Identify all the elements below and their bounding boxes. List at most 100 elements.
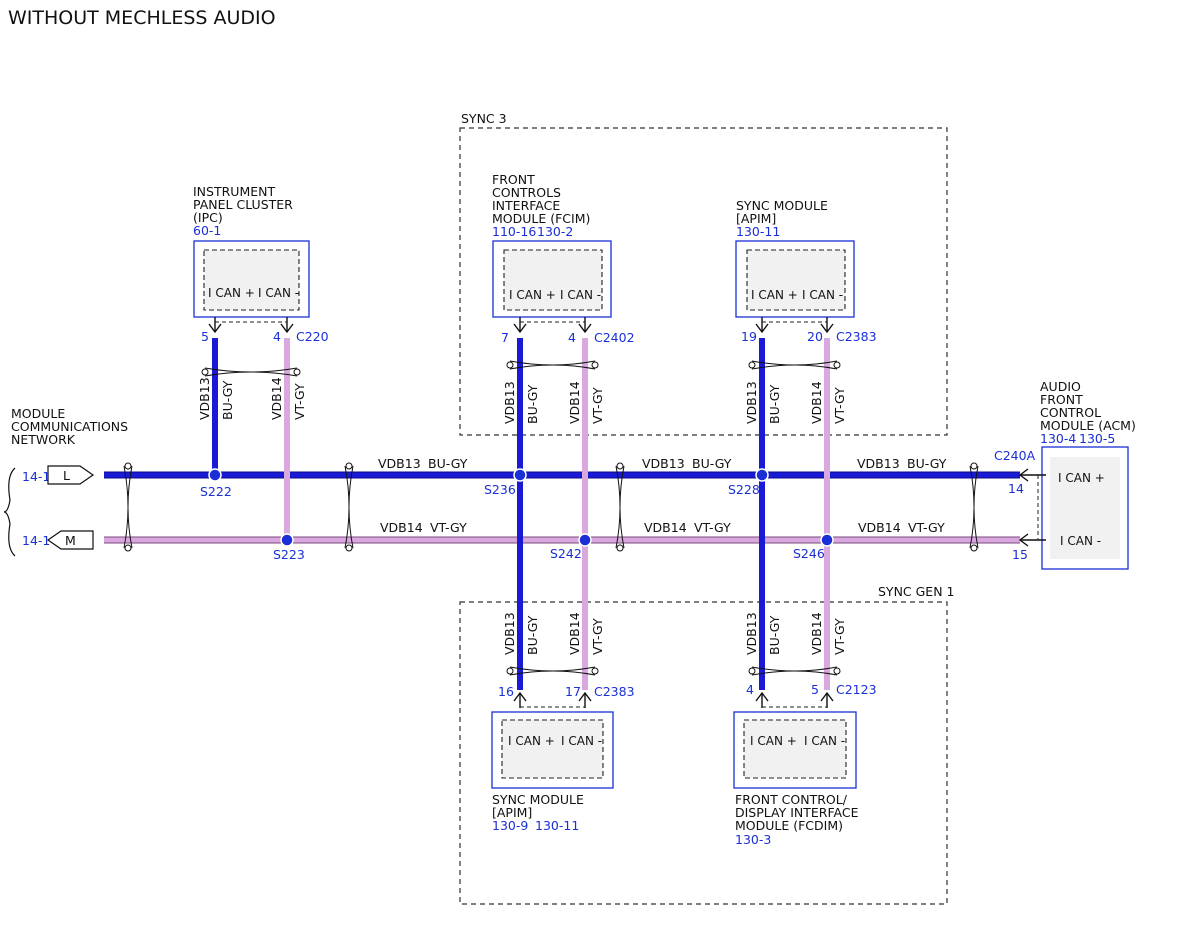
- drop-labels: VDB13 BU-GY VDB14 VT-GY VDB13 BU-GY VDB1…: [197, 377, 847, 655]
- svg-text:I CAN +: I CAN +: [751, 288, 798, 302]
- svg-text:4: 4: [273, 329, 281, 344]
- splice-s223: [280, 533, 294, 547]
- svg-text:VT-GY: VT-GY: [908, 520, 945, 535]
- svg-text:VDB14: VDB14: [809, 381, 824, 424]
- svg-text:VT-GY: VT-GY: [832, 387, 847, 424]
- svg-text:5: 5: [201, 329, 209, 344]
- module-fcdim: 4 5 C2123 I CAN + I CAN - FRONT CONTROL/…: [733, 682, 877, 847]
- svg-text:130-9: 130-9: [492, 818, 528, 833]
- svg-text:130-11: 130-11: [736, 224, 780, 239]
- svg-text:130-4: 130-4: [1040, 431, 1076, 446]
- splice-s236: [513, 468, 527, 482]
- svg-text:MODULE (FCIM): MODULE (FCIM): [492, 211, 590, 226]
- svg-text:130-5: 130-5: [1079, 431, 1115, 446]
- svg-text:60-1: 60-1: [193, 223, 221, 238]
- network-reference: MODULE COMMUNICATIONS NETWORK 14-1 14-1 …: [3, 406, 128, 557]
- svg-text:CONTROL: CONTROL: [1040, 405, 1101, 420]
- svg-text:SYNC MODULE: SYNC MODULE: [736, 198, 828, 213]
- svg-text:INSTRUMENT: INSTRUMENT: [193, 184, 275, 199]
- svg-text:I CAN -: I CAN -: [258, 286, 299, 300]
- splice-s228: [755, 468, 769, 482]
- sync3-group-label: SYNC 3: [461, 111, 507, 126]
- svg-text:VDB13: VDB13: [744, 381, 759, 424]
- svg-text:FRONT: FRONT: [492, 172, 535, 187]
- svg-text:4: 4: [746, 682, 754, 697]
- module-acm: AUDIO FRONT CONTROL MODULE (ACM) 130-4 1…: [994, 379, 1136, 570]
- svg-text:VT-GY: VT-GY: [430, 520, 467, 535]
- svg-text:COMMUNICATIONS: COMMUNICATIONS: [11, 419, 128, 434]
- svg-text:INTERFACE: INTERFACE: [492, 198, 560, 213]
- connector-arrow-out-icon: [47, 465, 95, 485]
- svg-text:110-16: 110-16: [492, 224, 536, 239]
- svg-text:C240A: C240A: [994, 448, 1036, 463]
- svg-text:20: 20: [807, 329, 823, 344]
- splice-s242: [578, 533, 592, 547]
- splice-s246: [820, 533, 834, 547]
- svg-text:[APIM]: [APIM]: [736, 211, 776, 226]
- svg-text:VDB14: VDB14: [269, 377, 284, 420]
- svg-text:4: 4: [568, 330, 576, 345]
- svg-text:BU-GY: BU-GY: [767, 384, 782, 424]
- svg-text:I CAN +: I CAN +: [1058, 471, 1105, 485]
- svg-text:I CAN -: I CAN -: [560, 288, 601, 302]
- svg-text:FRONT CONTROL/: FRONT CONTROL/: [735, 792, 848, 807]
- module-fcim: FRONT CONTROLS INTERFACE MODULE (FCIM) 1…: [492, 172, 635, 345]
- svg-text:VT-GY: VT-GY: [292, 383, 307, 420]
- svg-text:VDB14: VDB14: [809, 612, 824, 655]
- svg-text:VT-GY: VT-GY: [590, 618, 605, 655]
- bus-bu-gy: [104, 471, 1020, 479]
- page-title: WITHOUT MECHLESS AUDIO: [8, 7, 276, 29]
- module-apim-top: SYNC MODULE [APIM] 130-11 I CAN + I CAN …: [735, 198, 877, 344]
- svg-text:VDB14: VDB14: [567, 612, 582, 655]
- svg-text:C2402: C2402: [594, 330, 635, 345]
- svg-text:VDB13: VDB13: [502, 612, 517, 655]
- svg-text:7: 7: [501, 330, 509, 345]
- svg-text:VDB13: VDB13: [502, 381, 517, 424]
- sync3-group-box: [459, 127, 948, 436]
- svg-text:SYNC MODULE: SYNC MODULE: [492, 792, 584, 807]
- svg-text:BU-GY: BU-GY: [525, 615, 540, 655]
- svg-text:VT-GY: VT-GY: [832, 618, 847, 655]
- module-ipc: INSTRUMENT PANEL CLUSTER (IPC) 60-1 I CA…: [193, 184, 329, 344]
- svg-text:I CAN -: I CAN -: [561, 734, 602, 748]
- svg-text:VDB13: VDB13: [197, 377, 212, 420]
- svg-text:I CAN +: I CAN +: [509, 288, 556, 302]
- svg-text:VDB14: VDB14: [380, 520, 423, 535]
- splice-s222: [208, 468, 222, 482]
- syncgen1-group-box: [459, 601, 948, 905]
- svg-text:5: 5: [811, 682, 819, 697]
- svg-text:(IPC): (IPC): [193, 210, 223, 225]
- twist-marker: [201, 360, 841, 676]
- splice-label: S222: [200, 484, 232, 499]
- svg-text:I CAN -: I CAN -: [802, 288, 843, 302]
- svg-text:VDB13: VDB13: [744, 612, 759, 655]
- svg-text:VT-GY: VT-GY: [694, 520, 731, 535]
- svg-text:VDB13: VDB13: [378, 456, 421, 471]
- svg-text:MODULE: MODULE: [11, 406, 65, 421]
- module-apim-bottom: 16 17 C2383 I CAN + I CAN - SYNC MODULE …: [491, 684, 635, 833]
- svg-text:130-11: 130-11: [535, 818, 579, 833]
- svg-text:M: M: [65, 533, 76, 548]
- svg-text:I CAN +: I CAN +: [508, 734, 555, 748]
- svg-text:14: 14: [1008, 481, 1024, 496]
- svg-text:MODULE (ACM): MODULE (ACM): [1040, 418, 1136, 433]
- splice-label: S236: [484, 482, 516, 497]
- svg-text:130-2: 130-2: [537, 224, 573, 239]
- svg-text:17: 17: [565, 684, 581, 699]
- bus-vt-gy: [104, 536, 1020, 544]
- svg-text:VT-GY: VT-GY: [590, 387, 605, 424]
- svg-text:I CAN +: I CAN +: [208, 286, 255, 300]
- svg-text:C220: C220: [296, 329, 329, 344]
- twist-marker: [123, 462, 979, 552]
- svg-text:I CAN +: I CAN +: [750, 734, 797, 748]
- svg-text:PANEL CLUSTER: PANEL CLUSTER: [193, 197, 293, 212]
- svg-text:BU-GY: BU-GY: [692, 456, 732, 471]
- splice-label: S246: [793, 546, 825, 561]
- svg-text:FRONT: FRONT: [1040, 392, 1083, 407]
- syncgen1-group-label: SYNC GEN 1: [878, 584, 954, 599]
- svg-text:C2123: C2123: [836, 682, 877, 697]
- svg-text:19: 19: [741, 329, 757, 344]
- svg-text:BU-GY: BU-GY: [220, 380, 235, 420]
